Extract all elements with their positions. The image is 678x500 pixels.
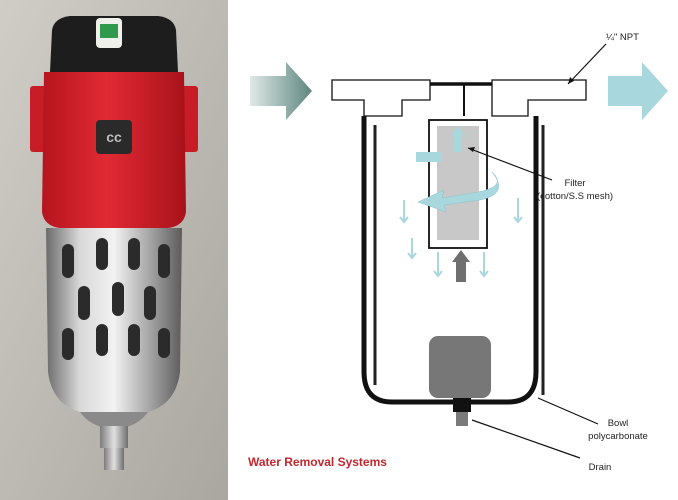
diagram-caption: Water Removal Systems xyxy=(248,455,387,469)
filter-cross-section-diagram: ¼" NPT Filter (cotton/S.S mesh) Bowl pol… xyxy=(248,32,668,473)
filter-material-label: (cotton/S.S mesh) xyxy=(537,191,613,202)
drain-label: Drain xyxy=(589,462,612,473)
inlet-flow-arrow xyxy=(250,62,312,120)
bowl-label: Bowl xyxy=(608,418,629,429)
swirl-flow-arrow xyxy=(417,171,499,213)
outlet-flow-arrow xyxy=(608,62,668,120)
drain-bowl xyxy=(429,336,491,398)
bowl-material-label: polycarbonate xyxy=(588,431,648,442)
filter-head xyxy=(331,79,431,117)
npt-port-label: ¼" NPT xyxy=(606,32,639,43)
filter-label: Filter xyxy=(564,178,585,189)
svg-text:cc: cc xyxy=(106,129,122,145)
bowl-outline xyxy=(361,116,539,405)
filter-product-photo: cc xyxy=(0,0,228,500)
downward-flow-arrows xyxy=(399,198,523,278)
